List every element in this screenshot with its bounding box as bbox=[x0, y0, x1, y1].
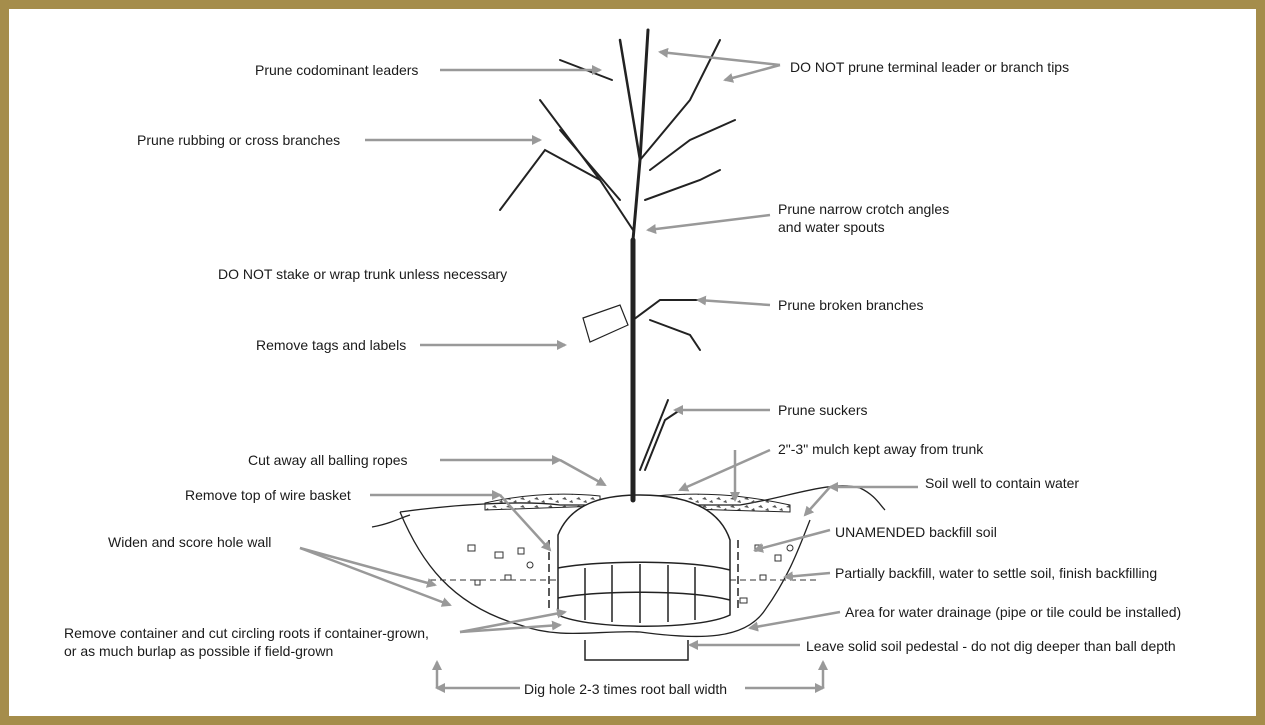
label-do-not-stake: DO NOT stake or wrap trunk unless necess… bbox=[218, 265, 507, 283]
label-mulch: 2"-3" mulch kept away from trunk bbox=[778, 440, 983, 458]
label-remove-basket: Remove top of wire basket bbox=[185, 486, 351, 504]
label-prune-broken: Prune broken branches bbox=[778, 296, 924, 314]
label-soil-well: Soil well to contain water bbox=[925, 474, 1079, 492]
label-drainage: Area for water drainage (pipe or tile co… bbox=[845, 603, 1181, 621]
label-remove-tags: Remove tags and labels bbox=[256, 336, 406, 354]
label-widen-hole: Widen and score hole wall bbox=[108, 533, 271, 551]
label-cut-ropes: Cut away all balling ropes bbox=[248, 451, 408, 469]
label-prune-rubbing: Prune rubbing or cross branches bbox=[137, 131, 340, 149]
root-ball bbox=[549, 495, 738, 626]
label-pedestal: Leave solid soil pedestal - do not dig d… bbox=[806, 637, 1176, 655]
label-do-not-prune-tips: DO NOT prune terminal leader or branch t… bbox=[790, 58, 1069, 76]
pedestal-bracket bbox=[585, 640, 688, 660]
label-remove-container: Remove container and cut circling roots … bbox=[64, 624, 429, 660]
label-prune-narrow-crotch: Prune narrow crotch angles and water spo… bbox=[778, 200, 949, 236]
label-partially-backfill: Partially backfill, water to settle soil… bbox=[835, 564, 1157, 582]
label-prune-codominant: Prune codominant leaders bbox=[255, 61, 418, 79]
tag-shape bbox=[583, 305, 628, 342]
label-dig-hole: Dig hole 2-3 times root ball width bbox=[524, 680, 727, 698]
label-prune-suckers: Prune suckers bbox=[778, 401, 867, 419]
tree bbox=[500, 30, 735, 500]
label-unamended: UNAMENDED backfill soil bbox=[835, 523, 997, 541]
